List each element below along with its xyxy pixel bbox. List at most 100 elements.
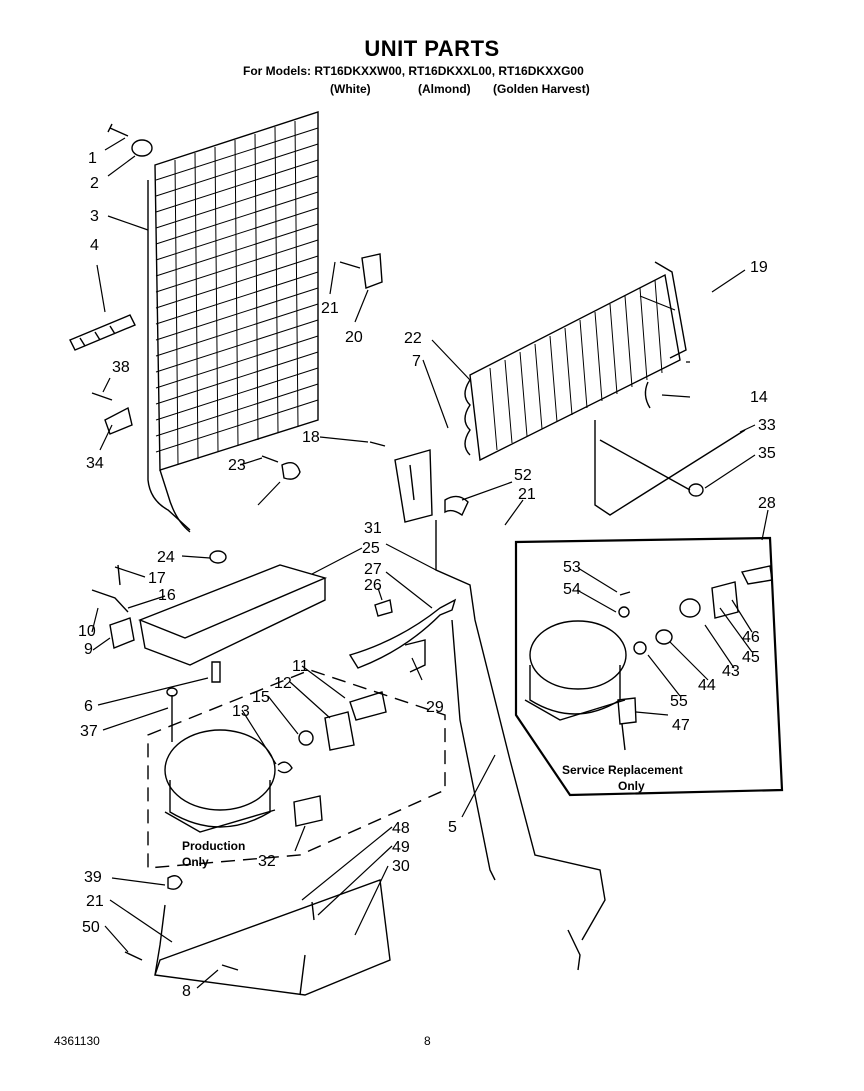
callout-20: 20: [345, 329, 363, 346]
callout-8: 8: [182, 983, 191, 1000]
callout-53: 53: [563, 559, 581, 576]
callout-48: 48: [392, 820, 410, 837]
callout-3: 3: [90, 208, 99, 225]
clamp-23: [261, 455, 301, 480]
washer-54: [618, 606, 630, 618]
callout-1: 1: [88, 150, 97, 167]
compressor-production: [164, 729, 276, 811]
callout-33: 33: [758, 417, 776, 434]
callout-49: 49: [392, 839, 410, 856]
bracket-4: [69, 314, 136, 351]
callout-46: 46: [742, 629, 760, 646]
bracket-29: [404, 639, 426, 673]
callout-47: 47: [672, 717, 690, 734]
clip-52: [444, 495, 469, 517]
callout-39: 39: [84, 869, 102, 886]
callout-21c: 21: [86, 893, 104, 910]
page-title: UNIT PARTS: [364, 36, 500, 61]
capacitor-47: [617, 697, 637, 751]
screw-49: [311, 901, 315, 921]
relay-45: [711, 581, 739, 619]
drain-35: [599, 439, 691, 491]
grommet-2: [131, 139, 153, 157]
bracket-18: [394, 449, 433, 523]
callout-21a: 21: [321, 300, 339, 317]
production-label-1: Production: [182, 839, 245, 853]
callout-17: 17: [148, 570, 166, 587]
suction-line-33: [594, 420, 746, 516]
finish-golden-harvest: (Golden Harvest): [493, 82, 590, 96]
service-box: [514, 536, 784, 797]
callout-14: 14: [750, 389, 768, 406]
clip-10: [91, 589, 129, 613]
callout-12: 12: [274, 675, 292, 692]
service-label-2: Only: [618, 779, 645, 793]
callout-13: 13: [232, 703, 250, 720]
leader-lines: [91, 137, 769, 989]
cover-11: [349, 691, 387, 721]
callout-32: 32: [258, 853, 276, 870]
callout-38: 38: [112, 359, 130, 376]
nut-24: [209, 550, 227, 564]
callout-28: 28: [758, 495, 776, 512]
callout-26: 26: [364, 577, 382, 594]
cap-15: [298, 730, 314, 746]
screw-18: [369, 441, 386, 447]
screw-1: [107, 123, 129, 137]
callout-44: 44: [698, 677, 716, 694]
callout-18: 18: [302, 429, 320, 446]
callout-numbers: 1 2 3 4 38 34 21 20 23 22 7 19 14 18 33 …: [78, 150, 776, 1000]
callout-54: 54: [563, 581, 581, 598]
callout-4: 4: [90, 237, 99, 254]
callout-31: 31: [364, 520, 382, 537]
tube-26: [374, 599, 393, 617]
callout-24: 24: [157, 549, 175, 566]
drain-pan-25: [138, 564, 328, 666]
service-label-1: Service Replacement: [562, 763, 683, 777]
callout-23: 23: [228, 457, 246, 474]
callout-22: 22: [404, 330, 422, 347]
callout-11: 11: [292, 658, 309, 675]
callout-10: 10: [78, 623, 96, 640]
bracket-46: [740, 565, 773, 585]
callout-45: 45: [742, 649, 760, 666]
finish-almond: (Almond): [418, 82, 471, 96]
callout-50: 50: [82, 919, 100, 936]
callout-30: 30: [392, 858, 410, 875]
pan-clip-16: [109, 617, 135, 649]
callout-19: 19: [750, 259, 768, 276]
callout-6: 6: [84, 698, 93, 715]
capacitor-32: [293, 795, 323, 827]
relay-12: [324, 711, 355, 751]
bracket-20: [339, 253, 383, 289]
grommet-55: [633, 641, 647, 655]
heater-27: [348, 598, 457, 669]
grommet-53: [619, 591, 631, 596]
callout-37: 37: [80, 723, 98, 740]
grommet-39: [167, 875, 183, 890]
tube-5: [451, 619, 496, 881]
clip-34: [104, 406, 133, 435]
evaporator: [464, 261, 687, 462]
callout-2: 2: [90, 175, 99, 192]
page-number: 8: [424, 1034, 431, 1048]
clip-14: [644, 381, 651, 409]
cap-tube-31: [435, 520, 606, 941]
production-label-2: Only: [182, 855, 209, 869]
cap-44: [655, 629, 673, 645]
grommet-35: [688, 483, 704, 497]
base-plate-30: [154, 879, 391, 996]
overload-13: [277, 761, 293, 774]
compressor-service: [529, 620, 627, 690]
callout-9: 9: [84, 641, 93, 658]
callout-7: 7: [412, 353, 421, 370]
callout-5: 5: [448, 819, 457, 836]
callout-15: 15: [252, 689, 270, 706]
callout-55: 55: [670, 693, 688, 710]
callout-52: 52: [514, 467, 532, 484]
condenser-coil: [147, 111, 319, 533]
cover-43: [679, 598, 701, 618]
doc-number: 4361130: [54, 1034, 100, 1048]
callout-27: 27: [364, 561, 382, 578]
